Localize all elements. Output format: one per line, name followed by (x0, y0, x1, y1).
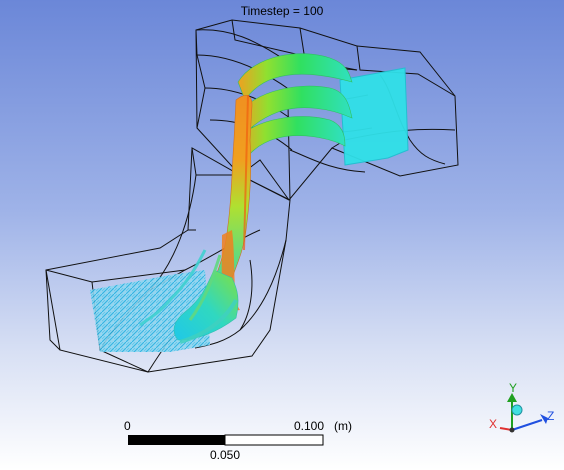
outlet-plane (339, 67, 409, 166)
streamline-ribbon-top (237, 53, 353, 101)
triad-z-axis (511, 419, 543, 431)
axis-triad[interactable]: Y Z X (489, 381, 554, 433)
streamline-ribbon-bottom (237, 116, 346, 161)
triad-y-label: Y (509, 381, 517, 395)
triad-origin (509, 427, 515, 433)
triad-z-label: Z (547, 409, 554, 423)
scale-bar-end-label: 0.100 (294, 419, 324, 433)
triad-x-label: X (489, 417, 497, 431)
scale-bar-mid-label: 0.050 (210, 448, 240, 462)
triad-rotation-ball[interactable] (511, 404, 523, 416)
timestep-label: Timestep = 100 (240, 4, 324, 18)
scale-bar-black-segment (128, 435, 225, 445)
streamline-ribbon-middle (239, 85, 353, 135)
streamline-lower-sweep (139, 249, 239, 344)
streamline-ribbons (237, 53, 353, 161)
scale-bar-unit-label: (m) (334, 419, 352, 433)
scale-bar-white-segment (224, 434, 324, 446)
scale-bar-start-label: 0 (124, 419, 131, 433)
scale-bar: 0 0.100 (m) 0.050 (124, 419, 352, 462)
